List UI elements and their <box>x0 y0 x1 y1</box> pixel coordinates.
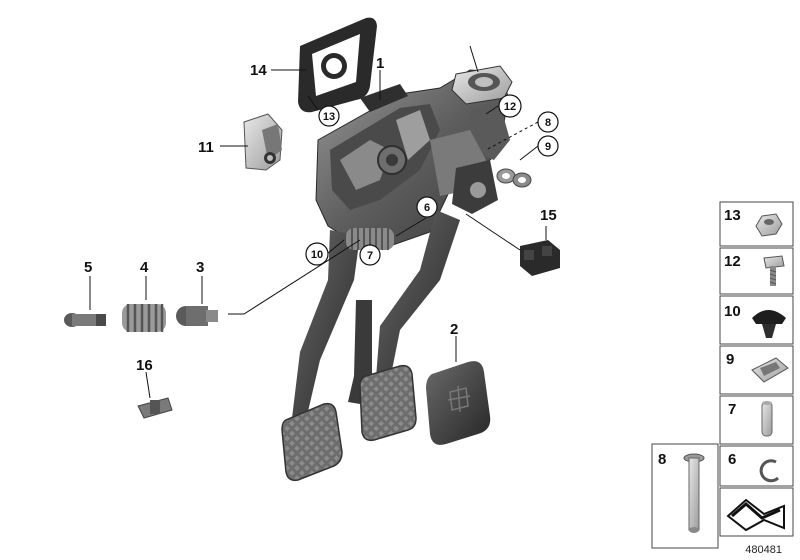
legend-label-8: 8 <box>658 451 666 468</box>
spring-clip-icon <box>751 357 789 383</box>
brake-pedal-pad <box>359 364 417 442</box>
brake-pedal-arm <box>376 210 460 380</box>
callout-7: 7 <box>367 250 373 262</box>
legend-label-9: 9 <box>726 351 734 368</box>
clutch-pedal-arm <box>292 230 360 420</box>
circlip-icon <box>759 459 780 483</box>
gasket-part-14 <box>298 17 377 113</box>
legend-item-8: 8 <box>651 443 719 549</box>
rivet-clip-icon <box>752 310 786 338</box>
clutch-pedal-pad <box>281 402 343 482</box>
callout-3: 3 <box>196 259 204 276</box>
legend-item-13: 13 <box>719 201 794 247</box>
long-pin-icon <box>683 453 705 533</box>
callout-14: 14 <box>250 62 267 79</box>
callout-15: 15 <box>540 207 557 224</box>
callout-circle-13: 13 <box>318 105 340 127</box>
washer-part-9 <box>496 168 532 188</box>
bushing-part-3 <box>176 306 218 326</box>
screw-icon <box>763 255 785 286</box>
legend-item-10: 10 <box>719 295 794 345</box>
legend-item-12: 12 <box>719 247 794 295</box>
pedal-cover-part-2 <box>426 361 491 445</box>
callout-13: 13 <box>323 111 335 123</box>
legend-label-7: 7 <box>728 401 736 418</box>
parts-legend: 13 12 10 <box>651 201 794 549</box>
callout-circle-8: 8 <box>537 111 559 133</box>
legend-item-9: 9 <box>719 345 794 395</box>
callouts: 1 14 13 11 12 8 9 15 6 7 10 <box>84 55 559 374</box>
pin-icon <box>761 401 773 437</box>
callout-2: 2 <box>450 321 458 338</box>
callout-circle-6: 6 <box>416 196 438 218</box>
callout-8: 8 <box>545 117 551 129</box>
callout-4: 4 <box>140 259 149 276</box>
catalog-number: 480481 <box>745 544 782 556</box>
arrow-symbol-icon <box>726 498 785 532</box>
legend-label-13: 13 <box>724 207 741 224</box>
callout-9: 9 <box>545 141 551 153</box>
clip-part-16 <box>137 397 173 419</box>
legend-label-12: 12 <box>724 253 741 270</box>
legend-symbol-box <box>719 487 794 537</box>
callout-16: 16 <box>136 357 153 374</box>
legend-item-6: 6 <box>719 445 794 487</box>
switch-part-15 <box>520 240 560 276</box>
nut-icon <box>755 213 783 237</box>
legend-item-7: 7 <box>719 395 794 445</box>
callout-circle-7: 7 <box>359 244 381 266</box>
bolt-part-5 <box>64 313 106 327</box>
callout-circle-10: 10 <box>305 242 329 266</box>
callout-11: 11 <box>198 139 214 156</box>
callout-circle-12: 12 <box>498 94 522 118</box>
legend-label-6: 6 <box>728 451 736 468</box>
spring-part-4 <box>122 304 166 332</box>
legend-label-10: 10 <box>724 303 741 320</box>
pedal-box-part-1 <box>315 65 513 247</box>
callout-1: 1 <box>376 55 384 72</box>
callout-12: 12 <box>504 101 516 113</box>
callout-10: 10 <box>311 249 323 261</box>
callout-5: 5 <box>84 259 92 276</box>
callout-circle-9: 9 <box>537 135 559 157</box>
bracket-part-11 <box>243 113 283 171</box>
callout-6: 6 <box>424 202 430 214</box>
